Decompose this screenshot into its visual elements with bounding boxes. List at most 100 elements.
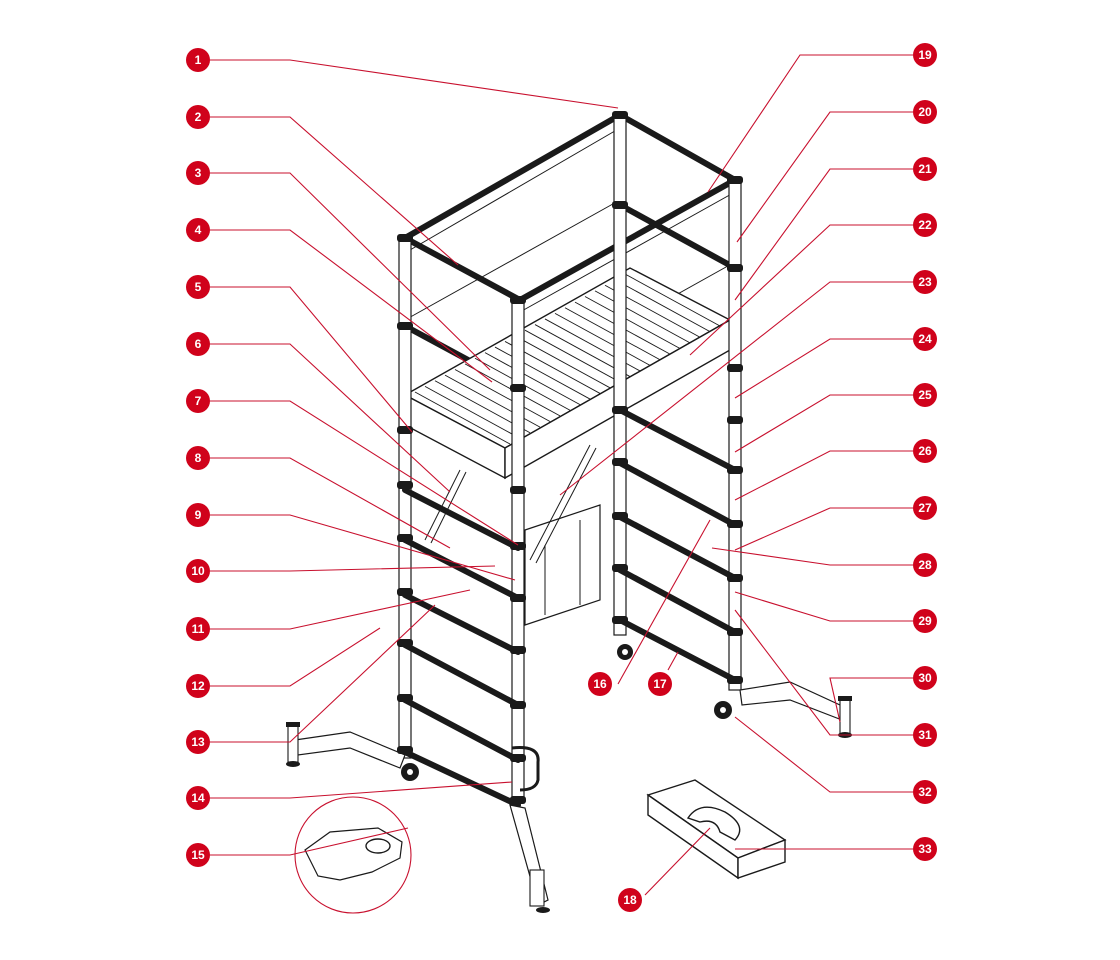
- joint-clamp: [510, 646, 526, 654]
- callout-22: 22: [913, 213, 937, 237]
- castor-wheels: [401, 644, 732, 781]
- callout-23: 23: [913, 270, 937, 294]
- callout-circle: [913, 100, 937, 124]
- joint-clamp: [510, 701, 526, 709]
- callout-33: 33: [913, 837, 937, 861]
- leader-line: [617, 519, 711, 685]
- deck-slat: [584, 296, 681, 349]
- callout-circle: [913, 609, 937, 633]
- callout-circle: [186, 503, 210, 527]
- joint-clamp: [612, 406, 628, 414]
- joint-clamp: [510, 486, 526, 494]
- callout-circle: [186, 446, 210, 470]
- leader-line: [210, 400, 519, 546]
- callout-30: 30: [913, 666, 937, 690]
- callout-16: 16: [588, 672, 612, 696]
- joint-clamp: [510, 384, 526, 392]
- joint-clamp: [727, 264, 743, 272]
- leader-line: [210, 565, 496, 572]
- leader-line: [734, 168, 913, 301]
- leader-line: [667, 651, 679, 671]
- joint-clamp: [510, 296, 526, 304]
- callout-17: 17: [648, 672, 672, 696]
- callout-number: 20: [918, 105, 932, 119]
- callout-2: 2: [186, 105, 210, 129]
- callout-circle: [913, 553, 937, 577]
- callout-circle: [648, 672, 672, 696]
- callout-circle: [913, 439, 937, 463]
- callout-10: 10: [186, 559, 210, 583]
- leader-lines: [210, 54, 913, 896]
- joint-clamps: [397, 111, 743, 804]
- callout-number: 9: [195, 508, 202, 522]
- callout-28: 28: [913, 553, 937, 577]
- deck-slat: [514, 335, 611, 389]
- callout-number: 30: [918, 671, 932, 685]
- callout-number: 21: [918, 162, 932, 176]
- callout-number: 14: [191, 791, 205, 805]
- joint-clamp: [397, 322, 413, 330]
- callout-circle: [913, 157, 937, 181]
- callout-7: 7: [186, 389, 210, 413]
- callout-number: 18: [623, 893, 637, 907]
- leader-line: [734, 609, 913, 736]
- leader-line: [734, 716, 913, 793]
- callout-circle: [186, 332, 210, 356]
- joint-clamp: [510, 542, 526, 550]
- callout-circle: [186, 48, 210, 72]
- callout-number: 33: [918, 842, 932, 856]
- callout-number: 22: [918, 218, 932, 232]
- deck-slat: [424, 385, 521, 439]
- joint-clamp: [510, 754, 526, 762]
- top-guardrail: [402, 112, 738, 313]
- leader-line: [734, 450, 913, 501]
- leader-line: [734, 591, 913, 622]
- joint-clamp: [612, 564, 628, 572]
- callout-number: 10: [191, 564, 205, 578]
- leader-line: [734, 338, 913, 399]
- joint-clamp: [397, 234, 413, 242]
- leader-line: [210, 589, 471, 630]
- callout-circle: [913, 837, 937, 861]
- deck-slat: [414, 391, 511, 445]
- callout-number: 5: [195, 280, 202, 294]
- callout-11: 11: [186, 617, 210, 641]
- joint-clamp: [727, 520, 743, 528]
- callout-number: 25: [918, 388, 932, 402]
- joint-clamp: [727, 676, 743, 684]
- callout-21: 21: [913, 157, 937, 181]
- joint-clamp: [612, 616, 628, 624]
- joint-clamp: [612, 201, 628, 209]
- joint-clamp: [727, 364, 743, 372]
- callout-circle: [186, 730, 210, 754]
- joint-clamp: [397, 746, 413, 754]
- deck-slat: [554, 312, 651, 366]
- scaffold-tower-drawing: [286, 111, 852, 913]
- callout-circle: [913, 213, 937, 237]
- leader-line: [210, 781, 513, 799]
- leader-line: [689, 224, 913, 356]
- callout-12: 12: [186, 674, 210, 698]
- leader-line: [210, 827, 409, 856]
- callout-circle: [186, 389, 210, 413]
- callout-5: 5: [186, 275, 210, 299]
- callout-number: 13: [191, 735, 205, 749]
- joint-clamp: [727, 466, 743, 474]
- callout-32: 32: [913, 780, 937, 804]
- deck-slat: [454, 369, 551, 422]
- carry-handle: [511, 746, 540, 792]
- callout-19: 19: [913, 43, 937, 67]
- leader-line: [210, 343, 451, 493]
- outrigger-front: [509, 804, 550, 913]
- callout-number: 12: [191, 679, 205, 693]
- callout-13: 13: [186, 730, 210, 754]
- leader-line: [644, 827, 711, 896]
- joint-clamp: [727, 628, 743, 636]
- callout-circle: [186, 218, 210, 242]
- joint-clamp: [397, 694, 413, 702]
- callout-circle: [618, 888, 642, 912]
- joint-clamp: [397, 534, 413, 542]
- deck-slat: [624, 273, 721, 327]
- platform-deck: [403, 267, 732, 480]
